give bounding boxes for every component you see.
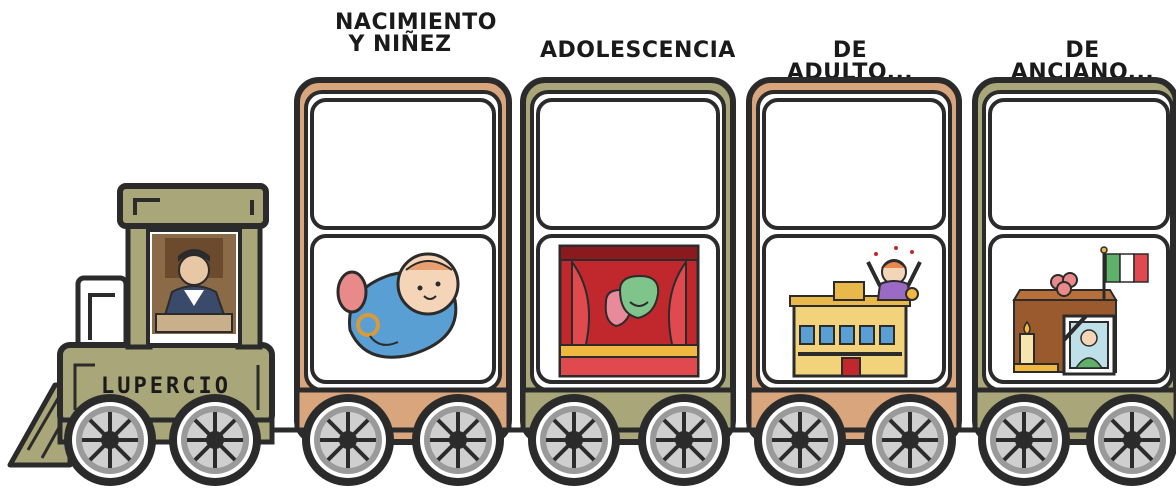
car3-wheel-rear bbox=[862, 392, 958, 488]
locomotive-wheel-front bbox=[62, 392, 158, 488]
locomotive: LUPERCIO bbox=[7, 183, 275, 488]
title-nacimiento: NACIMIENTO Y NIÑEZ bbox=[335, 10, 497, 57]
car4-upper-panel bbox=[988, 98, 1170, 230]
car2-upper-panel bbox=[536, 98, 720, 230]
car2-wheel-front bbox=[526, 392, 622, 488]
car3-wheel-front bbox=[752, 392, 848, 488]
baby-with-pacifier-icon bbox=[336, 252, 460, 359]
celebrating-person-town-hall-icon bbox=[789, 246, 922, 378]
car1-wheel-rear bbox=[410, 392, 506, 488]
car-de-adulto bbox=[746, 77, 962, 488]
lupercio-portrait-icon bbox=[152, 234, 236, 334]
car-adolescencia bbox=[520, 77, 736, 488]
title-adolescencia: ADOLESCENCIA bbox=[540, 38, 736, 63]
car4-wheel-rear bbox=[1084, 392, 1176, 488]
car2-wheel-rear bbox=[636, 392, 732, 488]
locomotive-wheel-rear bbox=[167, 392, 263, 488]
theater-masks-stage-icon bbox=[558, 244, 700, 378]
car4-wheel-front bbox=[976, 392, 1072, 488]
car1-wheel-front bbox=[300, 392, 396, 488]
coffin-candle-flag-portrait-icon bbox=[1012, 246, 1149, 376]
car3-upper-panel bbox=[762, 98, 946, 230]
car-de-anciano bbox=[972, 77, 1176, 488]
car-nacimiento bbox=[294, 77, 512, 488]
car1-upper-panel bbox=[310, 98, 496, 230]
